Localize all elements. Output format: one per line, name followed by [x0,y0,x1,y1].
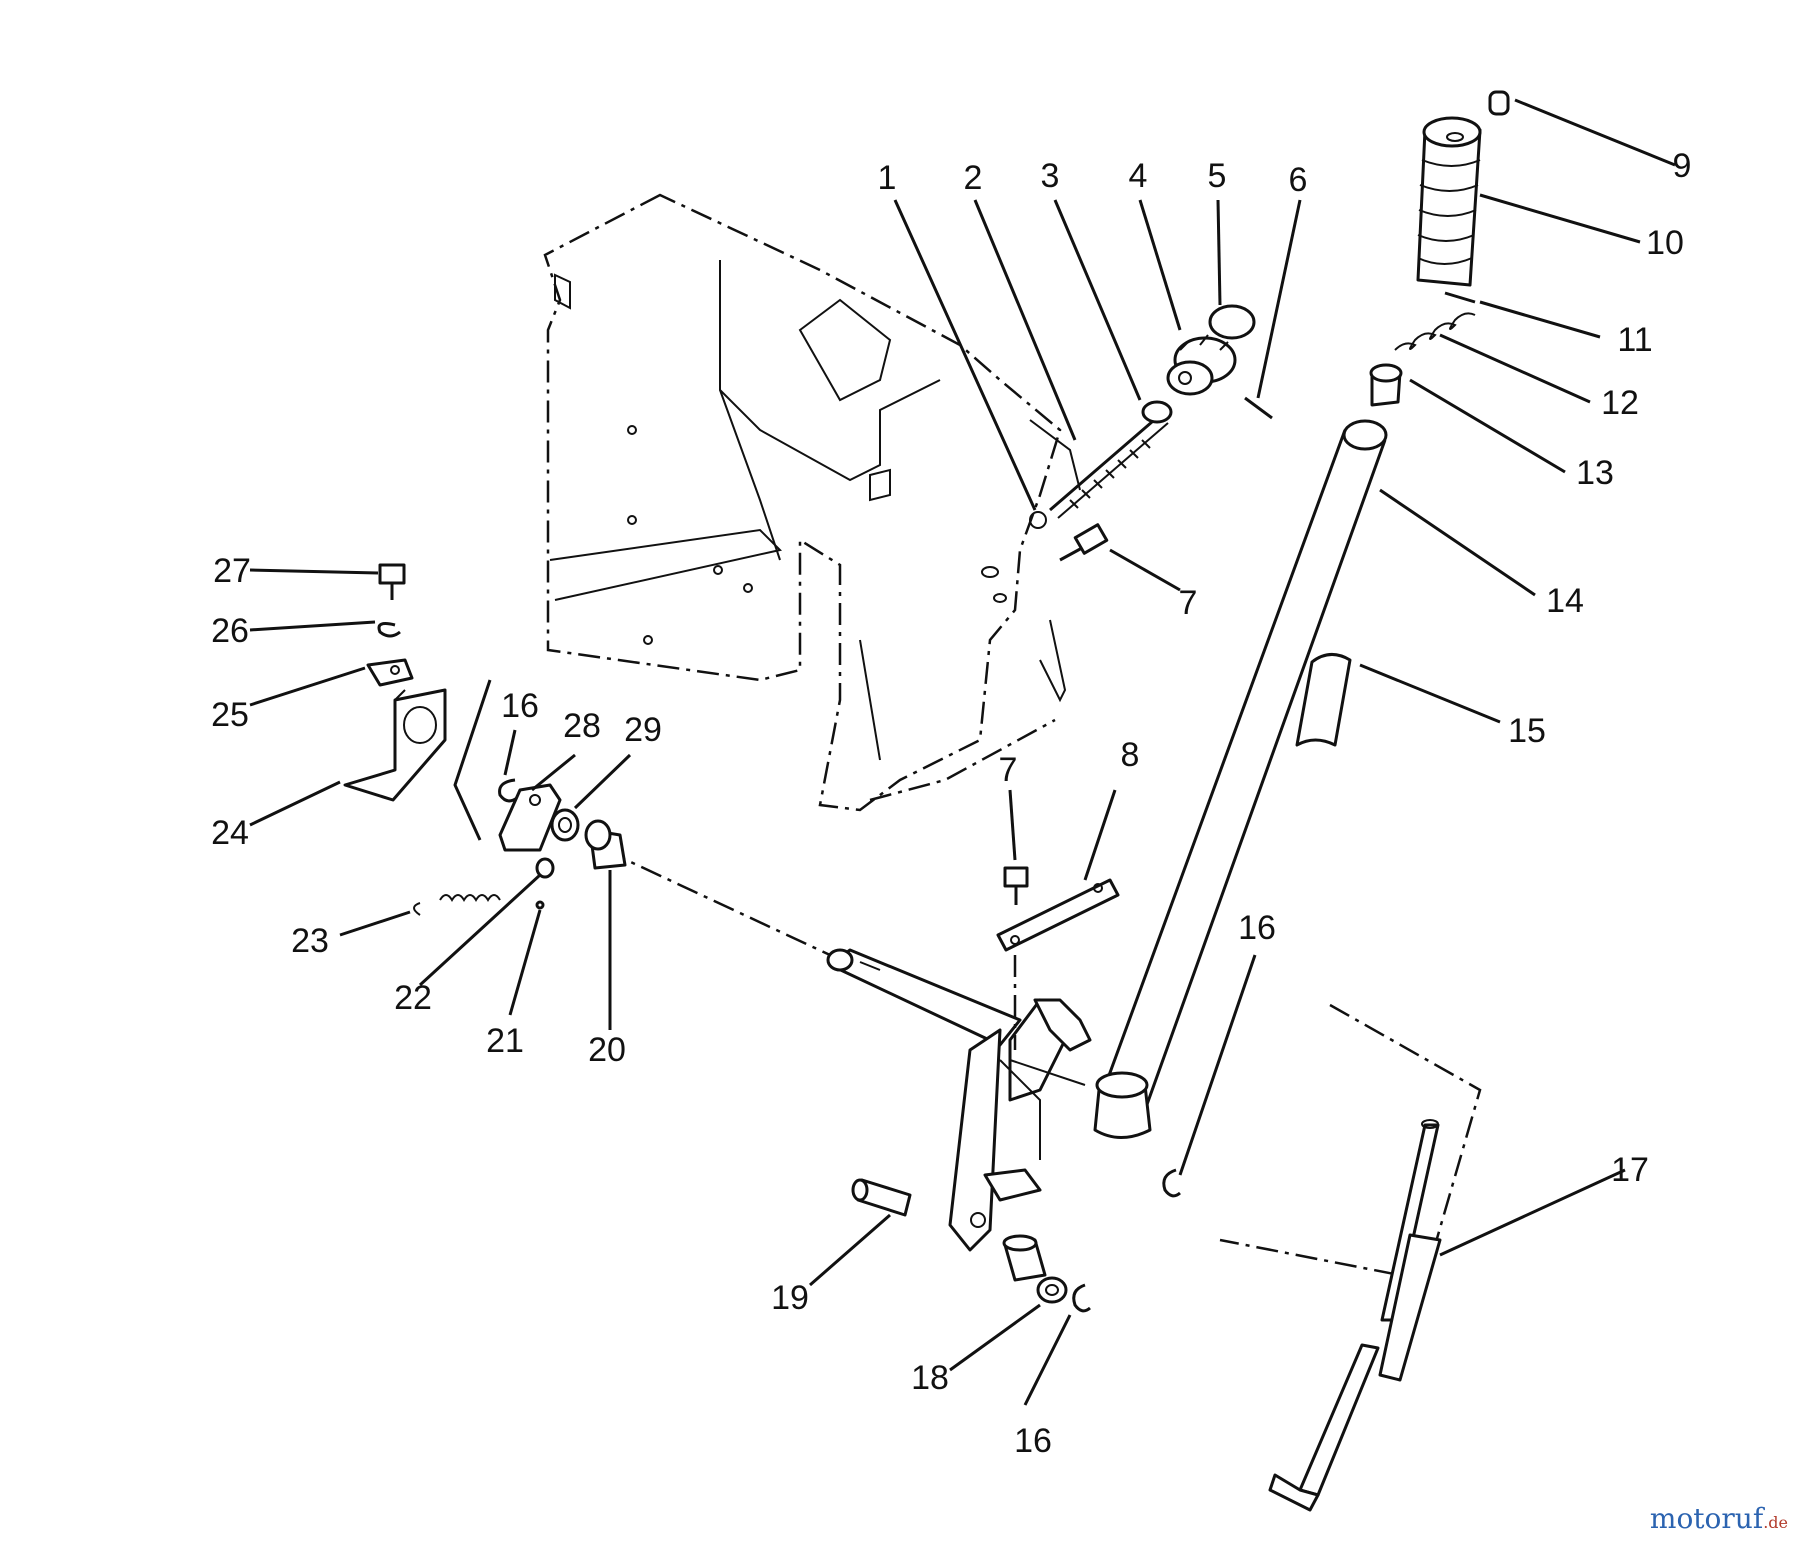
label-15: 15 [1508,712,1546,750]
watermark-logo: motoruf.de [1650,1502,1788,1535]
label-8: 8 [1121,736,1140,774]
label-18: 18 [911,1359,949,1397]
frame-bracket [543,193,1081,812]
watermark-main: motoruf [1649,1502,1764,1535]
adjuster-knob [1166,334,1237,396]
sleeve [1295,653,1352,747]
label-26: 26 [211,612,249,650]
label-5: 5 [1208,157,1227,195]
label-4: 4 [1129,157,1148,195]
control-cable [453,679,492,841]
bushing [1369,363,1403,407]
label-10: 10 [1646,224,1684,262]
spring-handle [1394,312,1476,351]
watermark-ext: .de [1763,1513,1788,1532]
pivot-shaft [604,848,1022,1047]
label-16-right: 16 [1238,909,1276,947]
label-9: 9 [1673,147,1692,185]
label-25: 25 [211,696,249,734]
plate-8 [996,878,1120,952]
pin-21 [535,900,545,910]
roll-pin [1244,396,1273,420]
label-16-left: 16 [501,687,539,725]
handle-tube [1098,419,1388,1111]
grip-cap [1488,90,1510,116]
label-6: 6 [1289,161,1308,199]
cap-disc [1208,304,1256,340]
e-clip-right [1162,1168,1181,1198]
label-20: 20 [588,1031,626,1069]
washer-29 [550,808,580,842]
label-21: 21 [486,1022,524,1060]
label-11: 11 [1617,321,1652,359]
label-23: 23 [291,922,329,960]
bushing-20 [584,819,627,870]
clamp-25 [366,658,414,687]
label-3: 3 [1041,157,1060,195]
label-7-lower: 7 [999,751,1018,789]
spring-23 [413,894,501,916]
handle-grip [1416,116,1482,287]
label-24: 24 [211,814,249,852]
leader-lines [249,98,1676,1406]
label-16-bottom: 16 [1014,1422,1052,1460]
callout-labels: 1 2 3 4 5 6 7 7 8 9 10 11 12 13 14 15 16… [211,147,1691,1460]
label-13: 13 [1576,454,1614,492]
bushing-lower [1002,1234,1047,1282]
label-19: 19 [771,1279,809,1317]
label-27: 27 [213,552,251,590]
bracket-24 [343,688,447,802]
label-1: 1 [878,159,897,197]
e-clip-left [498,778,518,803]
label-7-upper: 7 [1179,584,1198,622]
label-29: 29 [624,711,662,749]
label-12: 12 [1601,384,1639,422]
e-clip-lower [1072,1283,1091,1313]
threaded-rod [1049,400,1173,519]
bolt-lower [1003,866,1029,1050]
label-22: 22 [394,979,432,1017]
label-17: 17 [1611,1151,1649,1189]
washer-22 [535,857,555,879]
bolt-27 [378,563,406,600]
bracket-28 [498,783,562,852]
pin-small [1444,291,1476,304]
label-2: 2 [964,159,983,197]
washer-lower [1036,1276,1068,1304]
lever-assembly [948,998,1152,1252]
label-28: 28 [563,707,601,745]
pin-lower [851,1178,912,1217]
label-14: 14 [1546,582,1584,620]
bolt-upper [981,511,1109,603]
control-rod [1219,1003,1482,1512]
washer-26 [377,622,401,638]
